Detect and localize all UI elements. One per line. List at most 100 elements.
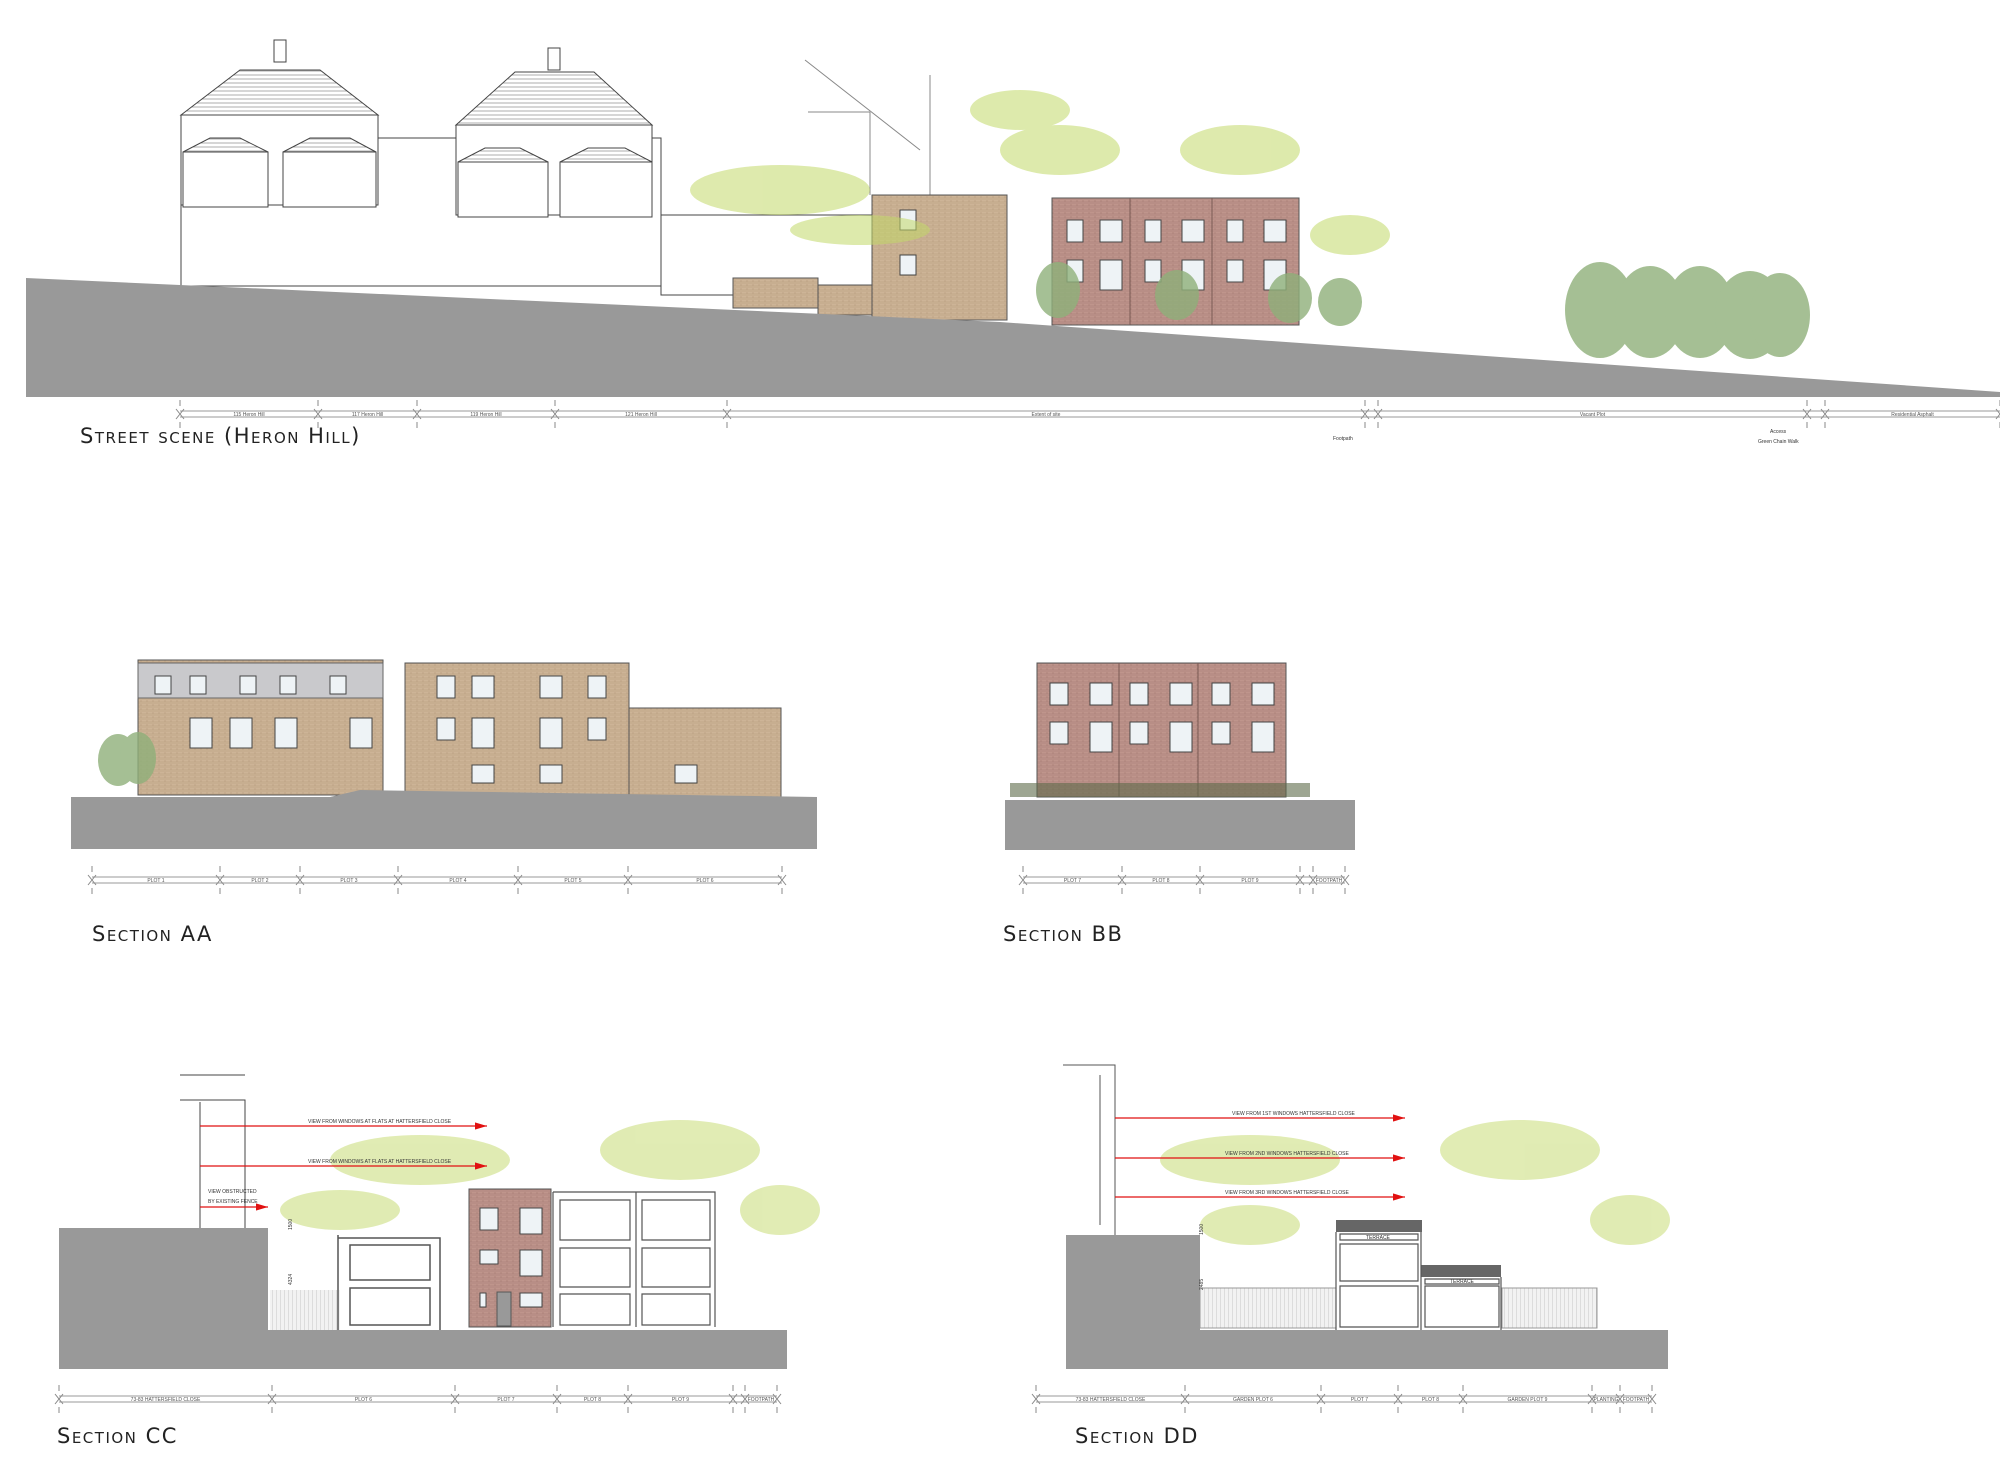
cc-view-label-3a: VIEW OBSTRUCTED xyxy=(208,1189,257,1195)
foliage-street xyxy=(690,90,1390,255)
dd-dimension-strip: 73-83 HATTERSFIELD CLOSE GARDEN PLOT 6 PLO… xyxy=(1031,1385,1657,1413)
dimension-label: PLOT 7 xyxy=(1064,878,1081,884)
dimension-tick xyxy=(1117,866,1127,894)
dimension-label: PLOT 7 xyxy=(1351,1397,1368,1403)
dimension-tick xyxy=(550,400,560,428)
dimension-tick xyxy=(513,866,523,894)
dd-view-label-3: VIEW FROM 3RD WINDOWS HATTERSFIELD CLOSE xyxy=(1225,1190,1349,1196)
dimension-tick xyxy=(1820,400,1830,428)
dimension-tick xyxy=(722,400,732,428)
title-section-dd: Section DD xyxy=(1075,1424,1199,1448)
dimension-tick xyxy=(772,1385,782,1413)
dimension-label: PLANTING xyxy=(1593,1397,1618,1403)
title-street-scene: Street scene (Heron Hill) xyxy=(80,424,361,448)
dimension-label: FOOTPATH xyxy=(1316,878,1343,884)
dimension-label: PLOT 8 xyxy=(1422,1397,1439,1403)
street-ground xyxy=(26,278,2000,397)
cc-view-label-1: VIEW FROM WINDOWS AT FLATS AT HATTERSFIE… xyxy=(308,1119,452,1125)
dimension-tick xyxy=(1180,1385,1190,1413)
dimension-tick xyxy=(1373,400,1383,428)
street-trees xyxy=(1036,262,1810,359)
dimension-label: GARDEN PLOT 9 xyxy=(1508,1397,1548,1403)
dimension-tick xyxy=(1031,1385,1041,1413)
dimension-tick xyxy=(1802,400,1812,428)
dimension-tick xyxy=(450,1385,460,1413)
dimension-label: 115 Heron Hill xyxy=(233,412,264,418)
dimension-label: Vacant Plot xyxy=(1580,412,1606,418)
cc-dimension-strip: 73-83 HATTERSFIELD CLOSE PLOT 6 PLOT 7 PLOT… xyxy=(54,1385,782,1413)
dimension-tick xyxy=(623,1385,633,1413)
section-cc: VIEW FROM WINDOWS AT FLATS AT HATTERSFIE… xyxy=(54,1074,820,1413)
dimension-tick xyxy=(1458,1385,1468,1413)
dimension-tick xyxy=(1195,866,1205,894)
aa-dimension-strip: PLOT 1 PLOT 2 PLOT 3 PLOT 4 PLOT 5 PLOT 6 xyxy=(87,866,787,894)
dd-view-label-1: VIEW FROM 1ST WINDOWS HATTERSFIELD CLOSE xyxy=(1232,1111,1356,1117)
dimension-label: PLOT 9 xyxy=(1241,878,1258,884)
section-aa: PLOT 1 PLOT 2 PLOT 3 PLOT 4 PLOT 5 PLOT 6 xyxy=(71,659,817,894)
dimension-label: PLOT 5 xyxy=(564,878,581,884)
dimension-label: 121 Heron Hill xyxy=(625,412,657,418)
bb-ground xyxy=(1005,800,1355,850)
dimension-label: PLOT 8 xyxy=(1152,878,1169,884)
dd-view-lines xyxy=(1115,1114,1405,1201)
dd-terrace-lower: TERRACE xyxy=(1450,1279,1475,1285)
dimension-tick xyxy=(267,1385,277,1413)
existing-houses xyxy=(179,39,931,296)
dimension-label: 119 Heron Hill xyxy=(470,412,501,418)
note-green-chain-walk: Green Chain Walk xyxy=(1758,439,1799,445)
dimension-label: PLOT 3 xyxy=(340,878,357,884)
dimension-tick xyxy=(393,866,403,894)
dimension-tick xyxy=(1360,400,1370,428)
dimension-tick xyxy=(1615,1385,1625,1413)
dimension-label: FOOTPATH xyxy=(1623,1397,1650,1403)
section-dd: TERRACE TERRACE VIEW FROM 1ST WINDOWS HA… xyxy=(1031,1064,1670,1413)
title-section-cc: Section CC xyxy=(57,1424,178,1448)
dimension-label: PLOT 6 xyxy=(355,1397,372,1403)
cc-view-label-3b: BY EXISTING FENCE xyxy=(208,1199,258,1205)
dimension-tick xyxy=(1018,866,1028,894)
note-access: Access xyxy=(1770,429,1787,435)
cc-view-lines xyxy=(200,1122,487,1211)
dd-terrace-upper: TERRACE xyxy=(1366,1235,1391,1241)
dd-dim-1500: 1500 xyxy=(1199,1224,1205,1235)
dd-dim-2485: 2485 xyxy=(1199,1279,1205,1290)
note-footpath: Footpath xyxy=(1333,436,1353,442)
section-bb: PLOT 7 PLOT 8 PLOT 9 FOOTPATH xyxy=(1005,662,1355,894)
cc-view-label-2: VIEW FROM WINDOWS AT FLATS AT HATTERSFIE… xyxy=(308,1159,452,1165)
dd-ground xyxy=(1066,1235,1668,1369)
dimension-label: PLOT 2 xyxy=(251,878,268,884)
cc-ground xyxy=(59,1228,787,1369)
dimension-tick xyxy=(295,866,305,894)
dd-view-label-2: VIEW FROM 2ND WINDOWS HATTERSFIELD CLOSE xyxy=(1225,1151,1349,1157)
dimension-tick xyxy=(412,400,422,428)
dimension-label: PLOT 1 xyxy=(147,878,164,884)
dimension-label: Residential Asphalt xyxy=(1891,412,1934,418)
dimension-tick xyxy=(87,866,97,894)
dimension-tick xyxy=(1393,1385,1403,1413)
title-section-bb: Section BB xyxy=(1003,922,1124,946)
dimension-label: 73-83 HATTERSFIELD CLOSE xyxy=(131,1397,201,1403)
bb-dimension-strip: PLOT 7 PLOT 8 PLOT 9 FOOTPATH xyxy=(1018,866,1350,894)
dimension-label: 73-83 HATTERSFIELD CLOSE xyxy=(1076,1397,1146,1403)
dimension-tick xyxy=(740,1385,750,1413)
dimension-tick xyxy=(777,866,787,894)
dimension-tick xyxy=(313,400,323,428)
dimension-label: PLOT 4 xyxy=(449,878,466,884)
dimension-label: PLOT 8 xyxy=(584,1397,601,1403)
dimension-tick xyxy=(215,866,225,894)
dimension-label: PLOT 6 xyxy=(696,878,713,884)
dimension-tick xyxy=(175,400,185,428)
dimension-tick xyxy=(1316,1385,1326,1413)
cc-dim-1500: 1500 xyxy=(288,1219,294,1230)
dimension-tick xyxy=(623,866,633,894)
dimension-label: Extent of site xyxy=(1032,412,1061,418)
dimension-label: GARDEN PLOT 6 xyxy=(1233,1397,1273,1403)
dimension-tick xyxy=(552,1385,562,1413)
dimension-label: PLOT 7 xyxy=(497,1397,514,1403)
dimension-tick xyxy=(1647,1385,1657,1413)
dimension-tick xyxy=(1308,866,1318,894)
dimension-tick xyxy=(1340,866,1350,894)
